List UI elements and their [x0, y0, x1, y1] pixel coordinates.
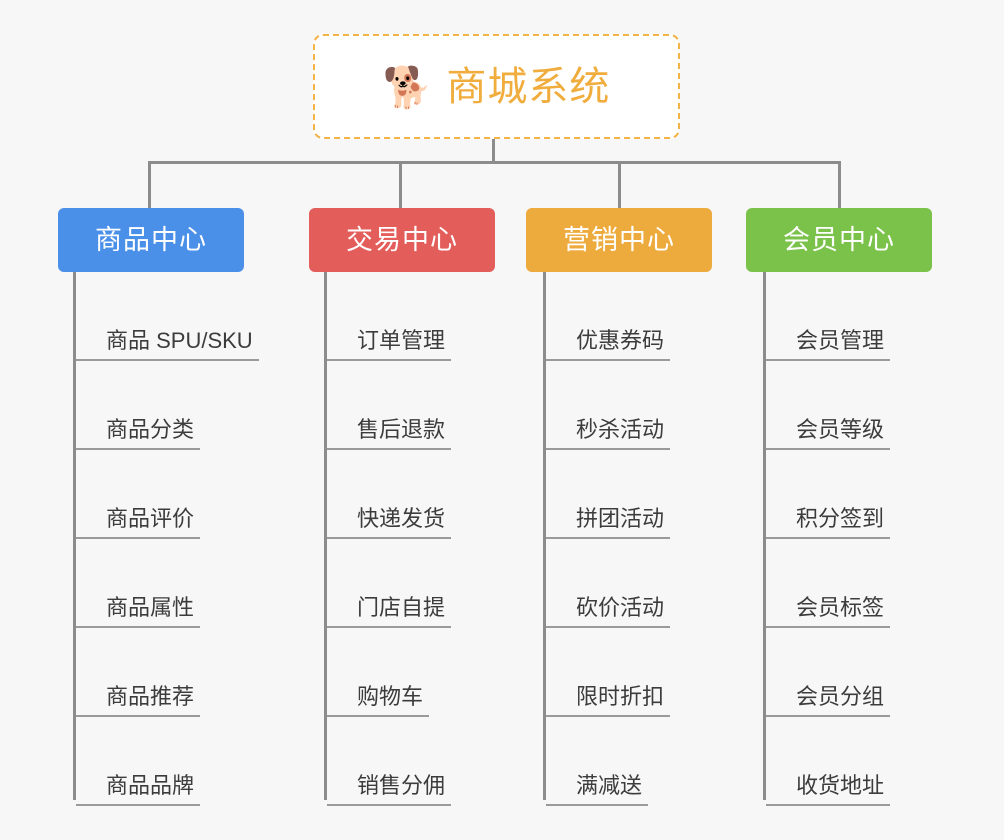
- leaf-item-label: 会员分组: [796, 684, 885, 709]
- branch-label: 商品中心: [95, 224, 207, 255]
- leaf-item[interactable]: 购物车: [324, 628, 430, 717]
- column-spine: [73, 272, 76, 800]
- root-node-title: 商城系统: [446, 64, 611, 109]
- branch-label: 会员中心: [783, 224, 895, 255]
- leaf-item-label: 拼团活动: [576, 506, 665, 531]
- leaf-item-label: 快递发货: [357, 506, 446, 531]
- connector-drop-branch-1: [148, 161, 151, 208]
- leaf-item-label: 门店自提: [357, 595, 446, 620]
- leaf-item[interactable]: 快递发货: [324, 450, 452, 539]
- leaf-item[interactable]: 销售分佣: [324, 717, 452, 806]
- leaf-item[interactable]: 商品评价: [73, 450, 201, 539]
- leaf-item-label: 会员等级: [796, 417, 885, 442]
- shiba-dog-icon: 🐕: [382, 65, 433, 110]
- leaf-item-label: 满减送: [576, 773, 643, 798]
- leaf-item[interactable]: 商品属性: [73, 539, 201, 628]
- branch-label: 营销中心: [563, 224, 675, 255]
- leaf-item-label: 砍价活动: [576, 595, 665, 620]
- leaf-item[interactable]: 售后退款: [324, 361, 452, 450]
- leaf-item-label: 商品分类: [106, 417, 195, 442]
- leaf-item[interactable]: 商品推荐: [73, 628, 201, 717]
- leaf-item-label: 购物车: [357, 684, 424, 709]
- leaf-item[interactable]: 限时折扣: [543, 628, 671, 717]
- leaf-item-label: 销售分佣: [357, 773, 446, 798]
- leaf-item-label: 收货地址: [796, 773, 885, 798]
- connector-horizontal-bus: [148, 161, 841, 164]
- leaf-item-label: 会员标签: [796, 595, 885, 620]
- leaf-item-label: 商品属性: [106, 595, 195, 620]
- leaf-item-label: 商品评价: [106, 506, 195, 531]
- leaf-item-label: 优惠券码: [576, 328, 665, 353]
- leaf-item[interactable]: 会员标签: [763, 539, 891, 628]
- leaf-item[interactable]: 拼团活动: [543, 450, 671, 539]
- leaf-item[interactable]: 满减送: [543, 717, 649, 806]
- leaf-item[interactable]: 商品品牌: [73, 717, 201, 806]
- leaf-item[interactable]: 商品分类: [73, 361, 201, 450]
- branch-node-product-center[interactable]: 商品中心: [58, 208, 244, 272]
- branch-node-marketing-center[interactable]: 营销中心: [526, 208, 712, 272]
- leaf-item[interactable]: 砍价活动: [543, 539, 671, 628]
- connector-drop-branch-3: [618, 161, 621, 208]
- leaf-item-label: 秒杀活动: [576, 417, 665, 442]
- root-node-mall-system[interactable]: 🐕 商城系统: [313, 34, 680, 139]
- column-spine: [763, 272, 766, 800]
- leaf-item[interactable]: 会员分组: [763, 628, 891, 717]
- leaf-item-label: 积分签到: [796, 506, 885, 531]
- branch-node-member-center[interactable]: 会员中心: [746, 208, 932, 272]
- leaf-item[interactable]: 订单管理: [324, 272, 452, 361]
- leaf-item[interactable]: 会员等级: [763, 361, 891, 450]
- leaf-item-label: 限时折扣: [576, 684, 665, 709]
- leaf-item[interactable]: 收货地址: [763, 717, 891, 806]
- branch-label: 交易中心: [346, 224, 458, 255]
- leaf-item-label: 商品推荐: [106, 684, 195, 709]
- leaf-item[interactable]: 门店自提: [324, 539, 452, 628]
- leaf-item-label: 商品 SPU/SKU: [106, 328, 253, 353]
- connector-drop-branch-2: [399, 161, 402, 208]
- leaf-item-label: 订单管理: [357, 328, 446, 353]
- leaf-item-label: 商品品牌: [106, 773, 195, 798]
- leaf-item[interactable]: 积分签到: [763, 450, 891, 539]
- leaf-item[interactable]: 秒杀活动: [543, 361, 671, 450]
- leaf-item[interactable]: 会员管理: [763, 272, 891, 361]
- leaf-item[interactable]: 优惠券码: [543, 272, 671, 361]
- leaf-item-label: 会员管理: [796, 328, 885, 353]
- leaf-item-label: 售后退款: [357, 417, 446, 442]
- connector-root-stem: [492, 139, 495, 163]
- column-spine: [543, 272, 546, 800]
- column-spine: [324, 272, 327, 800]
- branch-node-trade-center[interactable]: 交易中心: [309, 208, 495, 272]
- leaf-item[interactable]: 商品 SPU/SKU: [73, 272, 259, 361]
- connector-drop-branch-4: [838, 161, 841, 208]
